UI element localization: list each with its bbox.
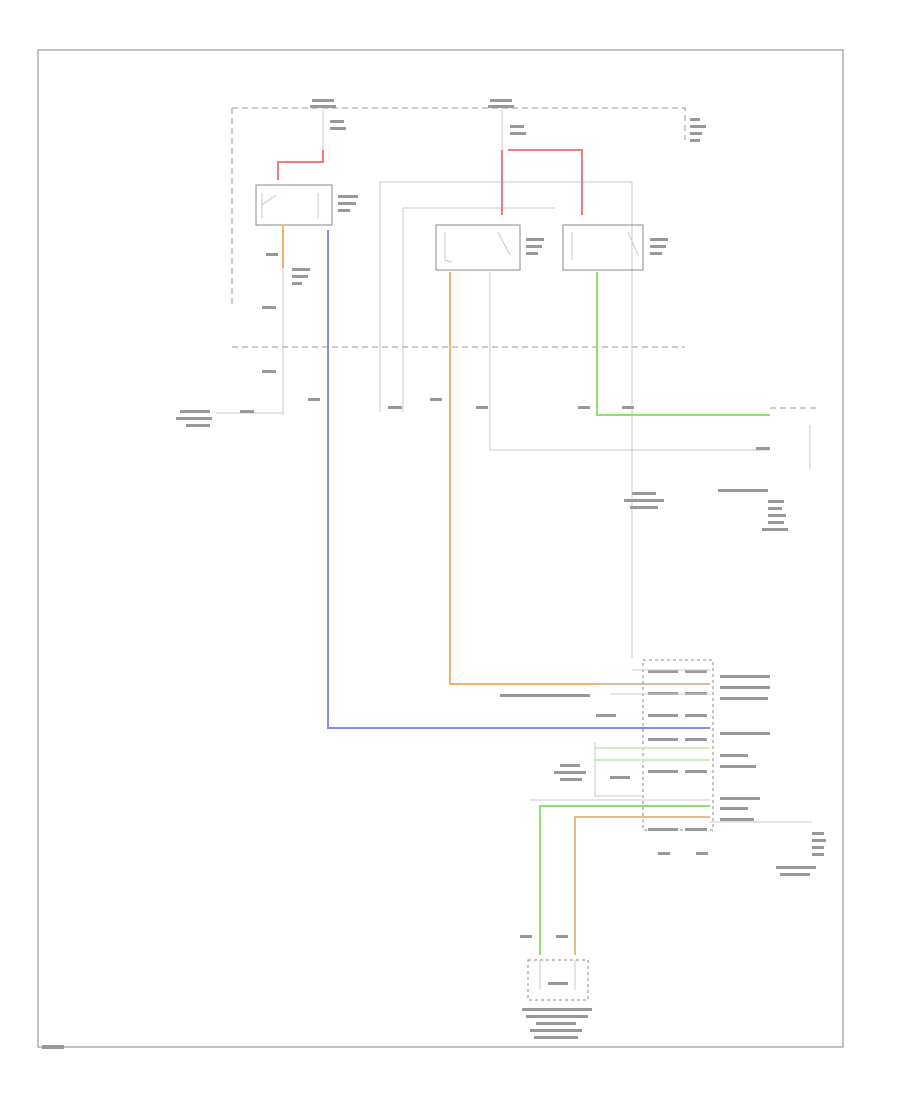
green-wire-bottom [539,805,710,955]
wire-code-label-2 [262,370,276,373]
center-relay-box [435,224,521,271]
center-relay-label [526,238,544,255]
left-relay-switch [261,193,277,218]
left-relay-box [255,184,333,226]
pcm-label [554,764,630,781]
sensor-inner-label [548,982,568,985]
distribution-label [500,694,590,697]
sensor-pins [539,960,576,990]
transmission-sensor [527,959,589,1001]
junction-label-right [624,492,664,509]
bottom-pin-a [658,852,670,855]
red-wire-left [277,150,324,180]
gray-wire-center [489,272,770,451]
green-wire-code [520,935,532,938]
green-wire-label [578,406,590,409]
wire-code-mid [388,406,402,409]
bottom-pin-b [696,852,708,855]
engine-control-label [176,410,212,427]
tan-wire-bottom [574,816,710,955]
left-relay-label [338,195,358,212]
footer-code-mark [42,1045,64,1049]
tan-wire-code [556,935,568,938]
diagram-frame [37,49,844,1048]
blue-wire-code [596,714,616,717]
blue-wire-label [308,398,320,401]
center-relay-switch [444,231,511,263]
ground-label-right [718,489,788,531]
right-relay-label [650,238,668,255]
diode-label [292,268,310,285]
fuse-label-right [488,99,526,135]
connector-code [756,447,770,450]
orange-wire-label [430,398,442,401]
green-wire-label-2 [622,406,634,409]
wire-code-left [240,410,254,413]
blue-wire [327,230,710,729]
fuse-label-left [310,99,346,130]
pin-label [266,253,278,256]
green-wire-top [596,272,770,416]
red-wire-right [501,149,583,215]
ecm-function-labels [720,675,770,821]
fuse-box-label [690,118,706,142]
gray-wire-pcm-loop [594,742,643,797]
right-relay-box [562,224,644,271]
gray-wire-top-loop [380,181,633,658]
ecm-connector [642,659,714,831]
lower-right-label [776,832,826,876]
orange-wire-long [449,272,710,685]
fuse-box-boundary-top [232,107,686,140]
right-relay-switch [571,231,639,260]
sensor-label [522,1008,592,1039]
wire-code-label [262,306,276,309]
gray-wire-label [476,406,488,409]
